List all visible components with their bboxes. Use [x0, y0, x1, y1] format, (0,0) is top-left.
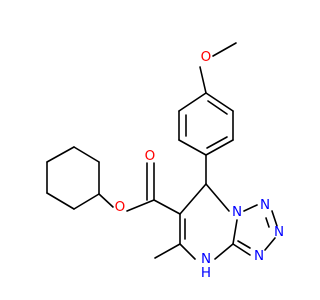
tetrazole-ring [232, 204, 278, 256]
amine-hydrogen-label: H [201, 265, 211, 281]
carbonyl-oxygen-label: O [145, 148, 156, 164]
ester-oxygen-label: O [115, 199, 126, 215]
junction-nitrogen-label: N [232, 204, 242, 220]
amine-nitrogen-label: N [201, 251, 211, 267]
methoxyphenyl-ring [178, 92, 234, 156]
ester-group [98, 162, 181, 215]
bond-c5-methyl [154, 243, 181, 259]
bond-methoxy-aryl [199, 66, 207, 94]
bond-methyl-methoxy [212, 42, 237, 57]
tetrazole-n4-label: N [254, 248, 264, 264]
tetrazole-n3-label: N [274, 224, 284, 240]
molecule-structure: O O O N N N N N H [46, 42, 284, 281]
tetrazole-n2-label: N [260, 197, 270, 213]
methoxy-oxygen-label: O [201, 49, 212, 65]
cyclohexyl-ring [46, 146, 100, 210]
pyrimidine-ring [179, 183, 238, 260]
